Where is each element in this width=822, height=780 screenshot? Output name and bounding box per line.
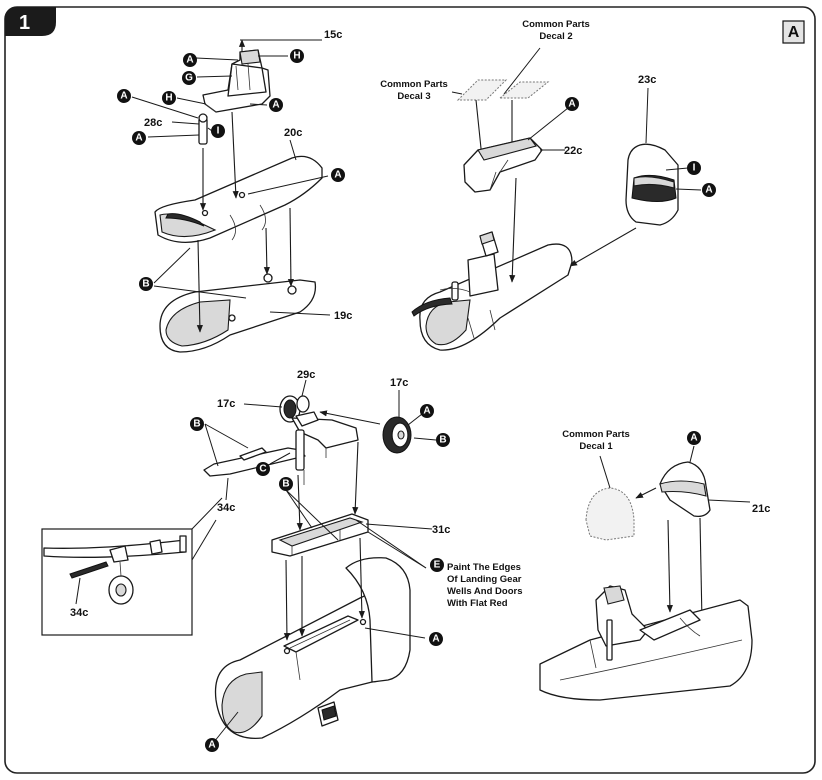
callout-a: A — [331, 168, 345, 182]
svg-text:B: B — [439, 435, 446, 446]
callout-a: A — [205, 738, 219, 752]
callout-i: I — [687, 161, 701, 175]
decal-2-line2: Decal 2 — [539, 31, 572, 42]
step-badge: 1 — [5, 7, 56, 36]
decal-3-line1: Common Parts — [380, 79, 448, 90]
callout-b: B — [190, 417, 204, 431]
svg-text:A: A — [568, 99, 575, 110]
decal-2-line1: Common Parts — [522, 19, 590, 30]
paint-note-line1: Paint The Edges — [447, 562, 521, 573]
svg-text:B: B — [193, 419, 200, 430]
detail-inset — [41, 497, 223, 636]
paint-note-line3: Wells And Doors — [447, 586, 522, 597]
forward-fuselage-assembled — [411, 231, 573, 351]
part-labels: 15c 28c 20c 19c 22c 23c 29c 17c 17c 34c … — [70, 29, 770, 619]
nose-cone-23c — [625, 87, 702, 226]
svg-text:A: A — [135, 133, 142, 144]
svg-text:B: B — [282, 479, 289, 490]
callout-a: A — [269, 98, 283, 112]
label-31c: 31c — [432, 524, 450, 536]
callout-b: B — [139, 277, 153, 291]
label-19c: 19c — [334, 310, 352, 322]
svg-text:A: A — [334, 170, 341, 181]
svg-text:C: C — [259, 464, 266, 475]
callout-h: H — [162, 91, 176, 105]
seat-assembly — [171, 49, 271, 145]
callout-e: E — [430, 558, 444, 572]
callout-c: C — [256, 462, 270, 476]
decal-labels: Common Parts Decal 2 Common Parts Decal … — [380, 19, 630, 452]
paint-note: Paint The Edges Of Landing Gear Wells An… — [447, 562, 522, 609]
svg-text:H: H — [293, 51, 300, 62]
svg-text:I: I — [693, 163, 696, 174]
callout-h: H — [290, 49, 304, 63]
lower-fuselage — [214, 557, 411, 739]
callout-a: A — [117, 89, 131, 103]
sheet-letter: A — [788, 24, 800, 41]
label-20c: 20c — [284, 127, 302, 139]
svg-text:I: I — [217, 126, 220, 137]
svg-text:A: A — [432, 634, 439, 645]
callout-a: A — [429, 632, 443, 646]
decal-1-line2: Decal 1 — [579, 441, 613, 452]
svg-text:A: A — [186, 55, 193, 66]
label-22c: 22c — [564, 145, 582, 157]
decal-3-line2: Decal 3 — [397, 91, 430, 102]
label-28c: 28c — [144, 117, 162, 129]
svg-text:H: H — [165, 93, 172, 104]
decal-strips — [451, 47, 550, 101]
callout-g: G — [182, 71, 196, 85]
paint-note-line4: With Flat Red — [447, 598, 508, 609]
svg-text:G: G — [185, 73, 193, 84]
label-29c: 29c — [297, 369, 315, 381]
canopy-frame-22c — [463, 107, 569, 193]
step-number: 1 — [19, 12, 30, 34]
paint-note-line2: Of Landing Gear — [447, 574, 522, 585]
callout-a: A — [132, 131, 146, 145]
canopy-21c — [659, 445, 751, 518]
svg-text:A: A — [423, 406, 430, 417]
decal-1-line1: Common Parts — [562, 429, 630, 440]
label-17c-right: 17c — [390, 377, 408, 389]
svg-text:A: A — [690, 433, 697, 444]
callouts: A H G A H A A I A B A I A A B B C B E A … — [117, 49, 716, 752]
callout-a: A — [565, 97, 579, 111]
svg-text:E: E — [434, 560, 441, 571]
label-23c: 23c — [638, 74, 656, 86]
label-21c: 21c — [752, 503, 770, 515]
decal-1-shape — [585, 455, 635, 541]
label-34c-inset: 34c — [70, 607, 88, 619]
sheet-indicator: A — [782, 20, 805, 44]
fuselage-half-20c — [154, 155, 323, 243]
svg-text:A: A — [120, 91, 127, 102]
callout-a: A — [702, 183, 716, 197]
svg-text:B: B — [142, 279, 149, 290]
label-34c: 34c — [217, 502, 235, 514]
svg-text:A: A — [272, 100, 279, 111]
callout-a: A — [183, 53, 197, 67]
callout-b: B — [279, 477, 293, 491]
callout-a: A — [687, 431, 701, 445]
label-15c: 15c — [324, 29, 342, 41]
landing-gear-assembly — [203, 395, 412, 485]
callout-i: I — [211, 124, 225, 138]
callout-b: B — [436, 433, 450, 447]
cockpit-assembled — [539, 585, 753, 701]
callout-a: A — [420, 404, 434, 418]
svg-text:A: A — [208, 740, 215, 751]
svg-text:A: A — [705, 185, 712, 196]
label-17c-left: 17c — [217, 398, 235, 410]
